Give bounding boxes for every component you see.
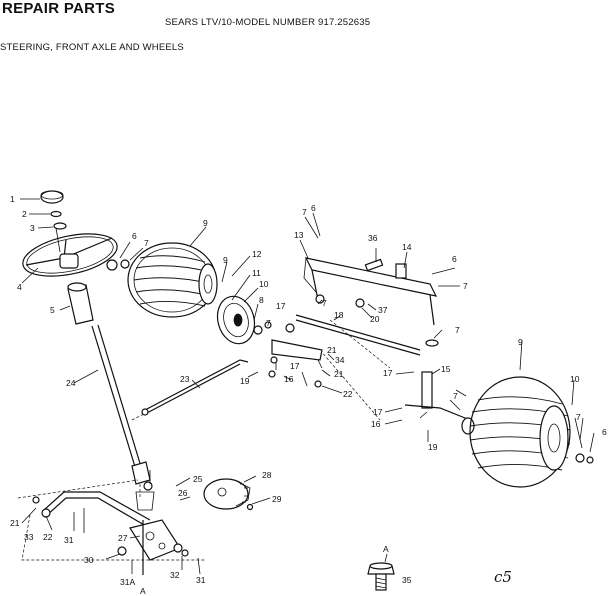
callout-16b: 16	[371, 419, 381, 429]
callout-7d: 7	[266, 318, 271, 328]
callout-13: 13	[294, 230, 304, 240]
page-title: REPAIR PARTS	[2, 0, 116, 17]
leader-lines	[20, 198, 595, 575]
callout-7b: 7	[302, 207, 307, 217]
section-title: STEERING, FRONT AXLE AND WHEELS	[0, 42, 184, 53]
cap	[120, 259, 130, 269]
callout-5: 5	[50, 305, 55, 315]
callout-7c: 7	[463, 281, 468, 291]
model-number: SEARS LTV/10-MODEL NUMBER 917.252635	[165, 17, 371, 28]
callout-19b: 19	[428, 442, 438, 452]
callout-9a: 9	[203, 218, 208, 228]
pitman-arm	[32, 491, 151, 527]
callout-21b: 21	[334, 369, 344, 379]
callout-34: 34	[335, 355, 345, 365]
callout-2: 2	[22, 209, 27, 219]
callout-9b: 9	[223, 255, 228, 265]
callout-20: 20	[370, 314, 380, 324]
callout-A2: A	[383, 544, 389, 554]
callout-28: 28	[262, 470, 272, 480]
steering-shaft	[91, 324, 151, 498]
callout-11: 11	[252, 268, 261, 278]
right-front-tire	[469, 376, 594, 488]
callout-17a: 17	[276, 301, 286, 311]
callout-27: 27	[118, 533, 128, 543]
callout-10b: 10	[570, 374, 580, 384]
steering-wheel-assembly	[22, 190, 118, 277]
callout-14: 14	[402, 242, 412, 252]
callout-25: 25	[193, 474, 203, 484]
callout-10a: 10	[259, 279, 269, 289]
bolt	[367, 562, 395, 591]
callout-6b: 6	[311, 203, 316, 213]
callout-17b: 17	[290, 361, 300, 371]
callout-37: 37	[378, 305, 388, 315]
callout-17d: 17	[373, 407, 383, 417]
callout-18: 18	[334, 310, 344, 320]
callout-8: 8	[259, 295, 264, 305]
washer	[106, 259, 118, 271]
spindle	[404, 371, 475, 435]
left-wheel-rim	[216, 295, 272, 345]
gear-bushing	[143, 481, 153, 491]
callout-31a: 31	[64, 535, 74, 545]
callout-31A: 31A	[120, 577, 135, 587]
handwritten-note: c5	[494, 568, 512, 586]
callout-7e: 7	[322, 298, 327, 308]
steering-gear-plate	[117, 491, 189, 575]
callout-3: 3	[30, 223, 35, 233]
callout-35: 35	[402, 575, 412, 585]
callout-21c: 21	[10, 518, 20, 528]
callout-30: 30	[84, 555, 94, 565]
callout-31b: 31	[196, 575, 206, 585]
callout-7a: 7	[144, 238, 149, 248]
callout-24: 24	[66, 378, 76, 388]
callout-6c: 6	[452, 254, 457, 264]
callout-A1: A	[140, 586, 146, 596]
steering-arm	[268, 323, 323, 388]
callout-12: 12	[252, 249, 262, 259]
callout-22a: 22	[343, 389, 353, 399]
callout-7f: 7	[455, 325, 460, 335]
drag-link	[141, 359, 249, 416]
callout-19a: 19	[240, 376, 250, 386]
callout-1: 1	[10, 194, 15, 204]
callout-9c: 9	[518, 337, 523, 347]
left-front-tire	[127, 242, 218, 318]
callout-32: 32	[170, 570, 180, 580]
callout-6a: 6	[132, 231, 137, 241]
column-sleeve	[67, 282, 94, 325]
callout-33: 33	[24, 532, 34, 542]
callout-22b: 22	[43, 532, 53, 542]
callout-29: 29	[272, 494, 282, 504]
callout-21a: 21	[327, 345, 337, 355]
callout-7g: 7	[453, 391, 458, 401]
callout-7h: 7	[576, 412, 581, 422]
callout-16a: 16	[284, 374, 294, 384]
front-axle	[295, 257, 439, 356]
callout-36: 36	[368, 233, 378, 243]
callout-4: 4	[17, 282, 22, 292]
callout-17c: 17	[383, 368, 393, 378]
callout-15: 15	[441, 364, 451, 374]
callout-labels: 1 2 3 4 5 6 7 9 9 12 11 10 8 7 6 13 36 1…	[10, 194, 607, 596]
callout-6d: 6	[602, 427, 607, 437]
callout-26: 26	[178, 488, 188, 498]
sector-gear	[203, 478, 254, 511]
callout-23: 23	[180, 374, 190, 384]
